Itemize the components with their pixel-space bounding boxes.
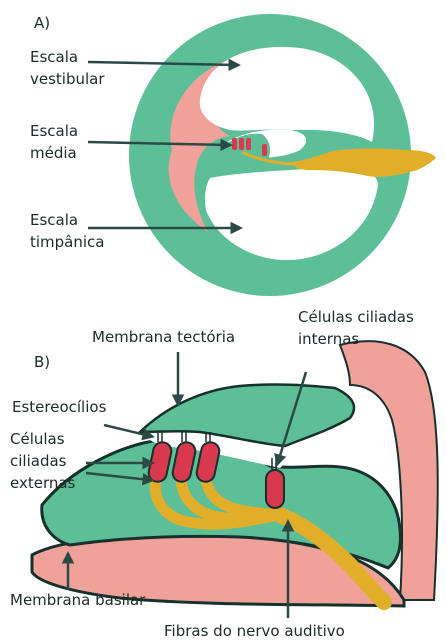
label-celulas-ciliadas-internas-1: Células ciliadas [298, 308, 414, 326]
label-escala-media-1: Escala [30, 122, 78, 140]
label-escala-timpanica-2: timpânica [30, 233, 105, 251]
label-celulas-externas-1: Células [10, 430, 65, 448]
label-escala-vestibular-2: vestibular [30, 70, 105, 88]
hair-cell-a-1 [232, 138, 237, 150]
panel-b: B) [10, 308, 438, 640]
panel-b-letter: B) [34, 353, 50, 371]
label-celulas-externas-3: externas [10, 474, 76, 492]
label-escala-media-2: média [30, 144, 77, 162]
panel-a: A) Escala vestibular Escala média Escal [30, 14, 436, 296]
label-escala-timpanica-1: Escala [30, 211, 78, 229]
label-estereocilios: Estereocílios [12, 398, 107, 416]
hair-cell-a-4 [262, 144, 267, 156]
outer-hair-cells [147, 441, 221, 484]
hair-cell-a-3 [246, 138, 251, 150]
label-membrana-tectoria: Membrana tectória [92, 328, 235, 346]
label-celulas-ciliadas-internas-2: internas [298, 330, 359, 348]
label-fibras-nervo-auditivo: Fibras do nervo auditivo [164, 622, 345, 640]
hair-cell-a-2 [239, 138, 244, 150]
panel-a-letter: A) [34, 14, 50, 32]
inner-hair-cell [266, 470, 284, 508]
label-escala-vestibular-1: Escala [30, 48, 78, 66]
label-membrana-basilar: Membrana basilar [10, 591, 146, 609]
label-celulas-externas-2: ciliadas [10, 452, 67, 470]
